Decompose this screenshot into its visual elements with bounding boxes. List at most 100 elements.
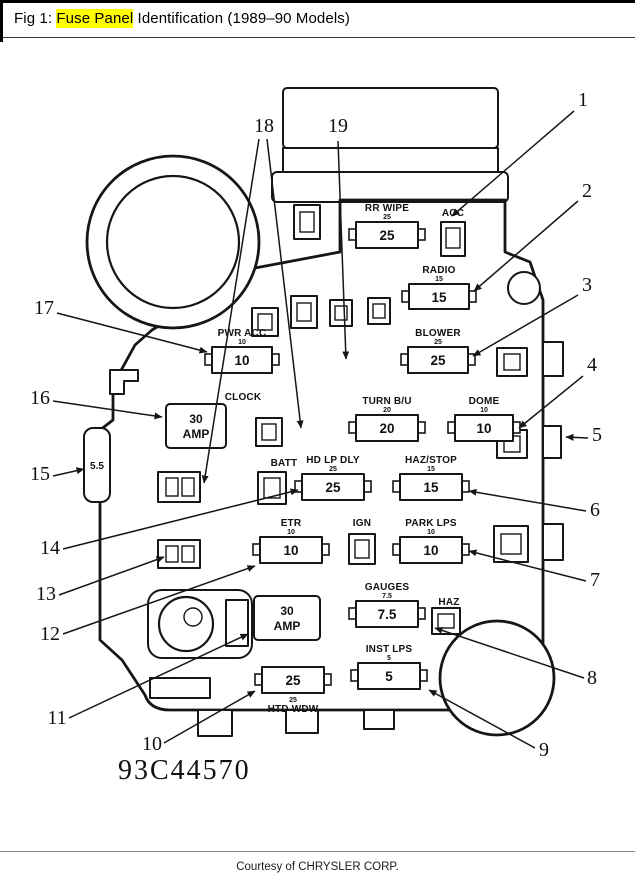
fuse-inst-lps: INST LPS 5 5 xyxy=(350,644,428,690)
fuse-gauges: GAUGES 7.5 7.5 xyxy=(348,582,426,628)
figure-label: Fig 1: xyxy=(14,10,57,27)
callout-19: 19 xyxy=(328,115,348,137)
right-edge-connectors xyxy=(493,341,564,563)
top-right-hole xyxy=(507,271,541,305)
callout-13-leader xyxy=(58,556,165,596)
flasher-rating: 5.5 xyxy=(90,461,104,472)
callout-19-leader xyxy=(337,140,350,360)
callout-5-leader xyxy=(565,433,589,441)
top-border xyxy=(0,0,635,3)
fuse-hd-lp-dly-small: 25 xyxy=(329,466,337,473)
fuse-inst-lps-rating: 5 xyxy=(385,669,393,684)
callout-9: 9 xyxy=(539,739,549,761)
ign-connector xyxy=(348,533,376,565)
relay-box xyxy=(271,87,509,203)
callout-17: 17 xyxy=(34,297,54,319)
fuse-rr-wipe: RR WIPE 25 25 xyxy=(348,203,426,249)
fuse-radio-small: 15 xyxy=(435,276,443,283)
fuse-gauges-label: GAUGES xyxy=(365,582,410,593)
fuse-gauges-small: 7.5 xyxy=(382,593,392,600)
steering-column-grommet xyxy=(85,154,261,330)
fuse-pwr-acc-rating: 10 xyxy=(234,353,249,368)
fuse-hd-lp-dly: HD LP DLY 25 25 xyxy=(294,455,372,501)
fuse-blower: BLOWER 25 25 xyxy=(400,328,476,374)
callout-15-leader xyxy=(52,467,85,477)
fuse-htd-wdw: 25 25 HTD WDW xyxy=(254,666,332,715)
breaker-30amp-top: 30 AMP xyxy=(165,403,227,449)
fuse-dome-small: 10 xyxy=(480,407,488,414)
figure-title: Fig 1: Fuse Panel Identification (1989–9… xyxy=(14,9,350,28)
acc-connector xyxy=(440,221,466,257)
breaker-top-line1: 30 xyxy=(189,412,203,426)
fuse-htd-wdw-small: 25 xyxy=(289,697,297,704)
fuse-pwr-acc-label: PWR ACC xyxy=(218,328,267,339)
fuse-park-lps-rating: 10 xyxy=(423,543,438,558)
breaker-30amp-bottom: 30 AMP xyxy=(253,595,321,641)
callout-17-leader xyxy=(56,312,208,354)
fuse-blower-label: BLOWER xyxy=(415,328,461,339)
callout-10: 10 xyxy=(142,733,162,755)
fuse-pwr-acc-small: 10 xyxy=(238,339,246,346)
figure-title-bar: Fig 1: Fuse Panel Identification (1989–9… xyxy=(0,0,635,38)
callout-16: 16 xyxy=(30,387,50,409)
fuse-inst-lps-small: 5 xyxy=(387,655,391,662)
callout-1: 1 xyxy=(578,89,588,111)
callout-16-leader xyxy=(52,400,163,420)
haz-label: HAZ xyxy=(438,597,459,608)
bottom-right-grommet xyxy=(438,619,556,737)
ign-label: IGN xyxy=(353,518,371,529)
fuse-radio: RADIO 15 15 xyxy=(401,265,477,310)
callout-6: 6 xyxy=(590,499,600,521)
fuse-blower-rating: 25 xyxy=(430,353,446,368)
fuse-park-lps: PARK LPS 10 10 xyxy=(392,518,470,564)
clock-connector xyxy=(255,417,283,447)
fuse-dome: DOME 10 10 xyxy=(447,396,521,442)
callout-11-leader xyxy=(68,633,249,719)
callout-12: 12 xyxy=(40,623,60,645)
fuse-inst-lps-label: INST LPS xyxy=(366,644,413,655)
breaker-top-line2: AMP xyxy=(183,427,210,441)
fuse-hd-lp-dly-label: HD LP DLY xyxy=(306,455,360,466)
fuse-rr-wipe-small: 25 xyxy=(383,214,391,221)
fuse-haz-stop: HAZ/STOP 15 15 xyxy=(392,455,470,501)
fuse-radio-label: RADIO xyxy=(422,265,455,276)
callout-3-leader xyxy=(472,294,579,357)
fuse-htd-wdw-rating: 25 xyxy=(285,673,301,688)
callout-18-leader-a xyxy=(201,138,260,484)
callout-13: 13 xyxy=(36,583,56,605)
fuse-etr-small: 10 xyxy=(287,529,295,536)
fuse-haz-stop-small: 15 xyxy=(427,466,435,473)
fuse-gauges-rating: 7.5 xyxy=(378,607,397,622)
fuse-rr-wipe-label: RR WIPE xyxy=(365,203,409,214)
fuse-etr-label: ETR xyxy=(281,518,302,529)
callout-2: 2 xyxy=(582,180,592,202)
fuse-hd-lp-dly-rating: 25 xyxy=(325,480,341,495)
left-edge-parts xyxy=(83,369,211,699)
callout-7: 7 xyxy=(590,569,600,591)
fuse-htd-wdw-label: HTD WDW xyxy=(268,704,319,715)
callout-7-leader xyxy=(468,549,587,582)
haz-connector xyxy=(431,607,461,635)
fuse-turn-bu-label: TURN B/U xyxy=(362,396,411,407)
fuse-blower-small: 25 xyxy=(434,339,442,346)
fuse-haz-stop-label: HAZ/STOP xyxy=(405,455,457,466)
callout-8-leader xyxy=(434,627,585,679)
callout-9-leader xyxy=(428,689,536,749)
callout-14: 14 xyxy=(40,537,60,559)
fuse-turn-bu: TURN B/U 20 20 xyxy=(348,396,426,442)
callout-18-leader-b xyxy=(266,138,304,429)
fuse-etr-rating: 10 xyxy=(283,543,298,558)
callout-1-leader xyxy=(451,110,575,217)
callout-numbers: 1 2 3 4 5 6 7 8 9 10 11 12 13 14 15 16 1… xyxy=(30,89,602,761)
callout-4: 4 xyxy=(587,354,597,376)
breaker-bottom-line1: 30 xyxy=(280,604,294,618)
callout-4-leader xyxy=(518,375,584,429)
fuse-park-lps-small: 10 xyxy=(427,529,435,536)
left-border xyxy=(0,0,3,42)
clock-label: CLOCK xyxy=(225,392,262,403)
breaker-bottom-line2: AMP xyxy=(274,619,301,633)
fuse-park-lps-label: PARK LPS xyxy=(405,518,457,529)
fuse-etr: ETR 10 10 xyxy=(252,518,330,564)
callout-5: 5 xyxy=(592,424,602,446)
